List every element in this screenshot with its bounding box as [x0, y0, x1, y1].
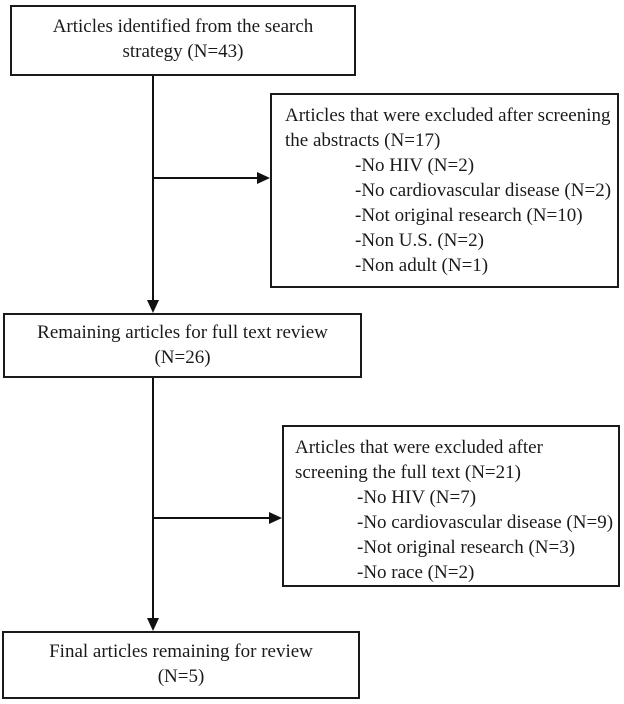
exclusion-reason: -No HIV (N=2): [355, 155, 475, 176]
box-text-line: Remaining articles for full text review: [37, 322, 328, 343]
box-excluded-full-text: Articles that were excluded after screen…: [282, 425, 620, 587]
connector-line-vertical-1: [152, 76, 154, 301]
arrowhead-down-icon: [147, 618, 159, 631]
box-text-line: (N=26): [154, 347, 211, 368]
box-text-line: screening the full text (N=21): [295, 462, 521, 483]
exclusion-reason: -Not original research (N=3): [357, 537, 576, 558]
exclusion-reason: -Not original research (N=10): [355, 205, 583, 226]
connector-line-horizontal-2: [153, 517, 270, 519]
box-final-articles: Final articles remaining for review (N=5…: [2, 631, 360, 699]
box-text-line: Articles identified from the search: [52, 16, 314, 37]
box-text-line: the abstracts (N=17): [285, 130, 441, 151]
box-full-text-review: Remaining articles for full text review …: [3, 313, 362, 378]
box-text-line: strategy (N=43): [122, 41, 244, 62]
box-text-line: Final articles remaining for review: [49, 641, 313, 662]
connector-line-horizontal-1: [153, 177, 258, 179]
box-excluded-abstracts: Articles that were excluded after screen…: [270, 93, 619, 288]
exclusion-reason: -No cardiovascular disease (N=9): [357, 512, 614, 533]
box-text-line: Articles that were excluded after: [295, 437, 543, 458]
arrowhead-right-icon: [269, 512, 282, 524]
box-articles-identified: Articles identified from the search stra…: [10, 5, 356, 76]
exclusion-reason: -No HIV (N=7): [357, 487, 477, 508]
box-text-line: Articles that were excluded after screen…: [285, 105, 611, 126]
connector-line-vertical-2: [152, 378, 154, 619]
exclusion-reason: -Non adult (N=1): [355, 255, 489, 276]
exclusion-reason: -No race (N=2): [357, 562, 475, 583]
arrowhead-right-icon: [257, 172, 270, 184]
arrowhead-down-icon: [147, 300, 159, 313]
box-text-line: (N=5): [157, 666, 205, 687]
exclusion-reason: -No cardiovascular disease (N=2): [355, 180, 612, 201]
exclusion-reason: -Non U.S. (N=2): [355, 230, 484, 251]
